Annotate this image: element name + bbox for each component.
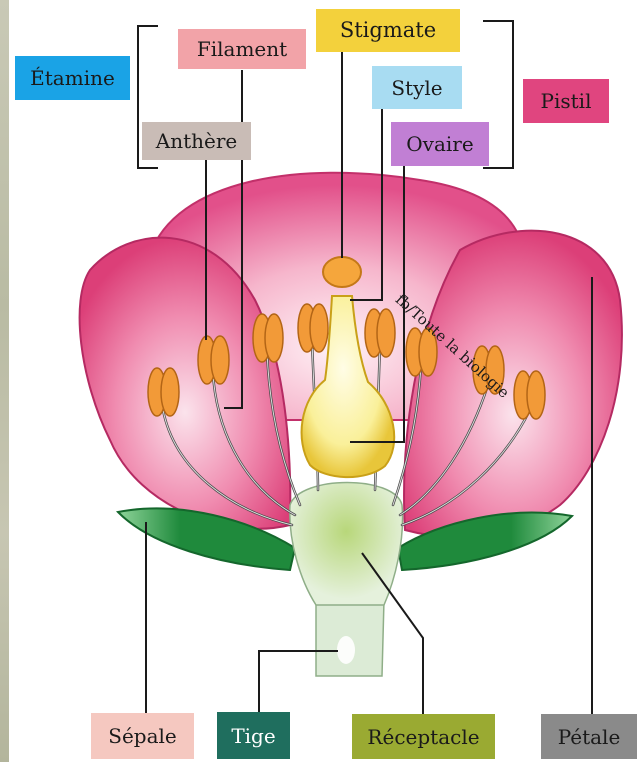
label-etamine: Étamine: [15, 56, 130, 100]
label-stigmate: Stigmate: [316, 9, 460, 52]
anther-8: [514, 371, 545, 419]
anther-5: [365, 309, 395, 357]
stem-highlight: [337, 636, 355, 664]
label-pistil: Pistil: [523, 79, 609, 123]
anther-4: [298, 304, 328, 352]
anther-1: [148, 368, 179, 416]
label-filament: Filament: [178, 29, 306, 69]
label-receptacle: Réceptacle: [352, 714, 495, 759]
label-ovaire: Ovaire: [391, 122, 489, 166]
label-style: Style: [372, 66, 462, 109]
label-anthere: Anthère: [142, 122, 251, 160]
anther-3: [253, 314, 283, 362]
anther-2: [198, 336, 229, 384]
stigma: [323, 257, 361, 287]
label-tige: Tige: [217, 712, 290, 759]
label-sepale: Sépale: [91, 713, 194, 759]
label-petale: Pétale: [541, 714, 637, 759]
